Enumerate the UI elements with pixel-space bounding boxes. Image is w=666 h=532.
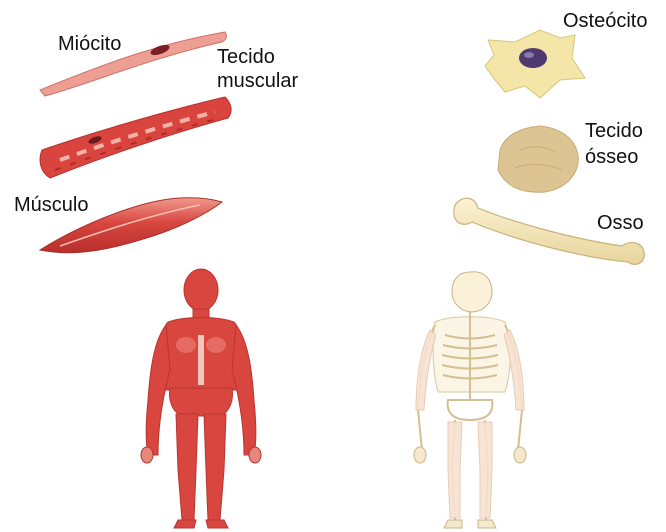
label-tecido-muscular-line1: Tecido [217,46,275,68]
label-osteocito: Osteócito [563,10,647,32]
skeletal-body [414,272,526,528]
label-tecido-osseo-line1: Tecido [585,120,643,142]
muscle-tissue [40,97,231,178]
label-musculo: Músculo [14,194,88,216]
label-osso: Osso [597,212,644,234]
osteocyte-cell [485,30,585,98]
muscular-body [141,269,261,528]
label-tecido-muscular-line2: muscular [217,70,298,92]
label-miocito: Miócito [58,33,121,55]
bone-tissue [498,126,578,192]
label-tecido-osseo-line2: ósseo [585,146,638,168]
